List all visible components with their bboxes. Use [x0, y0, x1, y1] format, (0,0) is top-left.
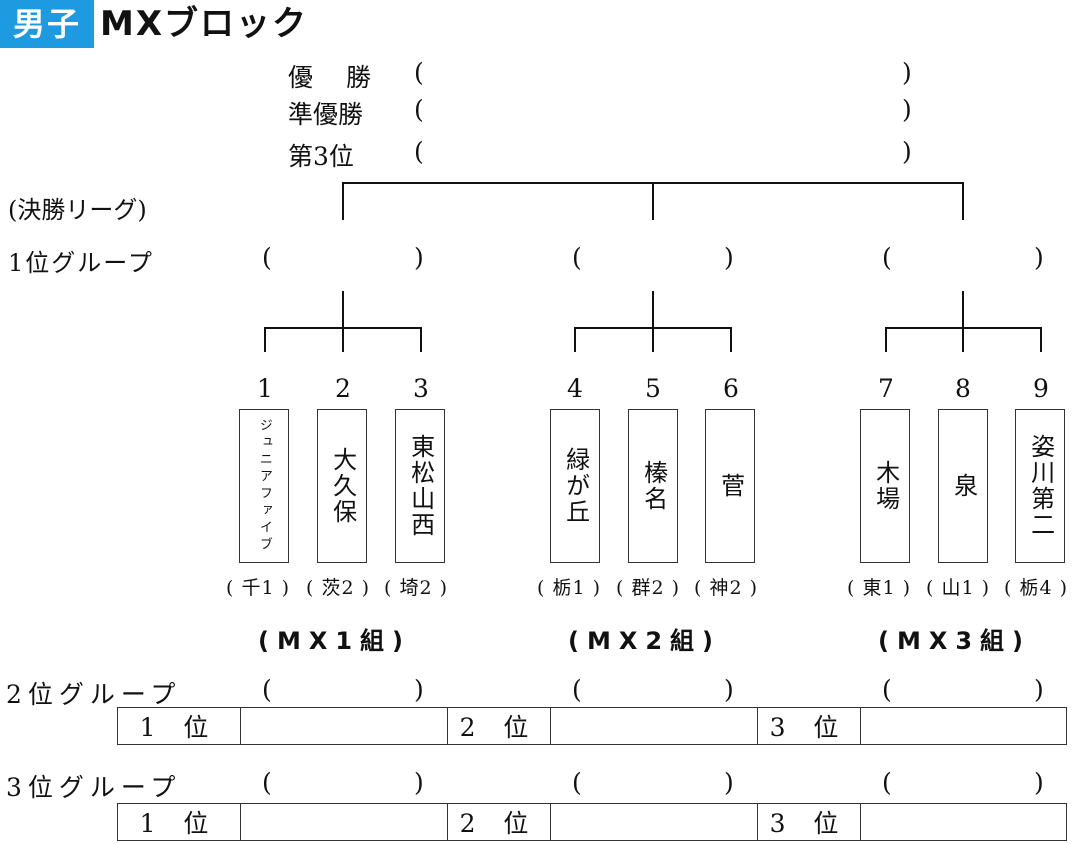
team-pref-7: ( 東1 ) [847, 577, 911, 599]
first-group-2-close: ) [724, 243, 734, 272]
team-name: 大久保 [328, 447, 357, 525]
third-group-label: 3位グループ [6, 773, 182, 802]
rank-value-cell [551, 804, 758, 840]
first-group-1-close: ) [414, 243, 424, 272]
team-name: ジュニアファイブ [256, 418, 272, 554]
result-runnerup-label: 準優勝 [288, 100, 364, 129]
first-group-3-open: ( [882, 243, 892, 272]
second-group-1-open: ( [262, 675, 272, 704]
team-number-6: 6 [723, 374, 739, 403]
team-number-1: 1 [257, 374, 273, 403]
first-group-1-open: ( [262, 243, 272, 272]
result-champion-open: ( [414, 58, 424, 87]
team-number-5: 5 [645, 374, 661, 403]
first-group-label: 1位グループ [8, 249, 154, 277]
rank-value-cell [551, 708, 758, 744]
team-name: 榛名 [639, 460, 668, 512]
team-box-4: 緑が丘 [550, 409, 600, 563]
team-name: 姿川第二 [1026, 434, 1055, 538]
team-box-6: 菅 [705, 409, 755, 563]
result-champion-label: 優 勝 [288, 63, 376, 92]
second-group-3-close: ) [1034, 675, 1044, 704]
team-number-2: 2 [335, 374, 351, 403]
team-pref-1: ( 千1 ) [226, 577, 290, 599]
rank-label-cell: 1 位 [118, 708, 241, 744]
rank-value-cell [861, 708, 1066, 744]
team-name: 緑が丘 [561, 447, 590, 525]
team-pref-4: ( 栃1 ) [537, 577, 601, 599]
second-group-rank-row: 1 位 2 位 3 位 [117, 707, 1067, 745]
team-pref-9: ( 栃4 ) [1004, 577, 1068, 599]
first-group-3-close: ) [1034, 243, 1044, 272]
team-box-1: ジュニアファイブ [239, 409, 289, 563]
gender-badge: 男子 [0, 0, 94, 48]
team-number-9: 9 [1033, 374, 1049, 403]
third-group-rank-row: 1 位 2 位 3 位 [117, 803, 1067, 841]
rank-label-cell: 3 位 [758, 804, 861, 840]
group-name-2: (MX2組) [568, 627, 722, 655]
team-name: 木場 [871, 460, 900, 512]
team-number-7: 7 [878, 374, 894, 403]
team-pref-6: ( 神2 ) [694, 577, 758, 599]
group-name-1: (MX1組) [258, 627, 412, 655]
second-group-3-open: ( [882, 675, 892, 704]
team-name: 泉 [949, 473, 978, 499]
result-champion-close: ) [902, 58, 912, 87]
team-box-3: 東松山西 [395, 409, 445, 563]
team-pref-8: ( 山1 ) [926, 577, 990, 599]
second-group-2-close: ) [724, 675, 734, 704]
result-third-close: ) [902, 137, 912, 166]
team-box-9: 姿川第二 [1015, 409, 1065, 563]
second-group-1-close: ) [414, 675, 424, 704]
rank-label-cell: 1 位 [118, 804, 241, 840]
rank-label-cell: 3 位 [758, 708, 861, 744]
block-title: MXブロック [100, 4, 309, 44]
team-number-3: 3 [413, 374, 429, 403]
team-box-7: 木場 [860, 409, 910, 563]
first-group-2-open: ( [572, 243, 582, 272]
final-league-label: (決勝リーグ) [8, 196, 147, 224]
team-pref-3: ( 埼2 ) [384, 577, 448, 599]
team-box-8: 泉 [938, 409, 988, 563]
group-name-3: (MX3組) [878, 627, 1032, 655]
result-runnerup-close: ) [902, 95, 912, 124]
second-group-2-open: ( [572, 675, 582, 704]
third-group-1-close: ) [414, 768, 424, 797]
rank-value-cell [241, 804, 448, 840]
team-number-8: 8 [955, 374, 971, 403]
third-group-2-open: ( [572, 768, 582, 797]
team-pref-2: ( 茨2 ) [306, 577, 370, 599]
team-box-5: 榛名 [628, 409, 678, 563]
team-name: 菅 [716, 473, 745, 499]
team-box-2: 大久保 [317, 409, 367, 563]
rank-value-cell [241, 708, 448, 744]
rank-value-cell [861, 804, 1066, 840]
third-group-2-close: ) [724, 768, 734, 797]
team-pref-5: ( 群2 ) [616, 577, 680, 599]
result-runnerup-open: ( [414, 95, 424, 124]
second-group-label: 2位グループ [6, 680, 182, 709]
rank-label-cell: 2 位 [448, 708, 551, 744]
team-number-4: 4 [567, 374, 583, 403]
third-group-3-close: ) [1034, 768, 1044, 797]
third-group-1-open: ( [262, 768, 272, 797]
result-third-open: ( [414, 137, 424, 166]
result-third-label: 第3位 [288, 142, 354, 171]
rank-label-cell: 2 位 [448, 804, 551, 840]
team-name: 東松山西 [406, 434, 435, 538]
third-group-3-open: ( [882, 768, 892, 797]
